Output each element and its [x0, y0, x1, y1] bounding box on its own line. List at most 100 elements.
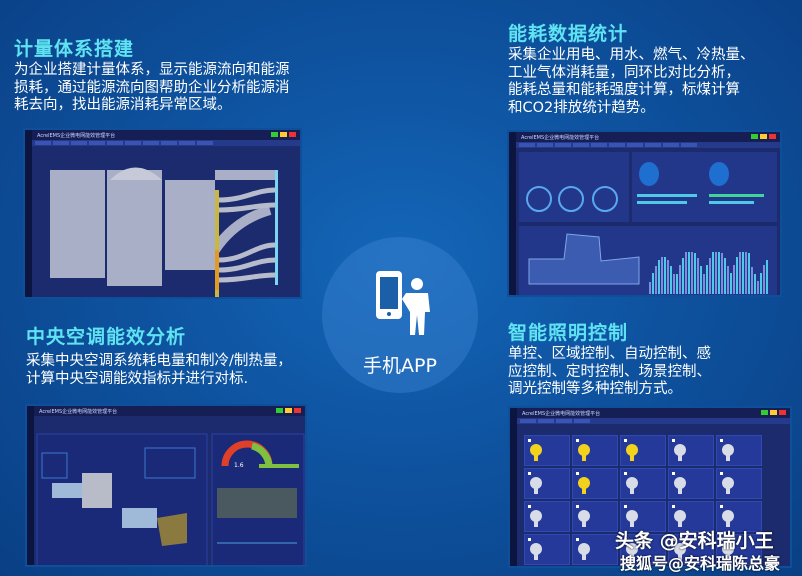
metering-line: 耗去向，找出能源消耗异常区域。	[14, 97, 232, 113]
bar	[754, 274, 756, 294]
sankey-screenshot: AcrelEMS企业微电网能效管理平台	[23, 128, 302, 299]
metering-line: 为企业搭建计量体系，显示能源流向和能源	[14, 62, 290, 78]
bulb-off-icon	[672, 472, 686, 494]
bar	[697, 258, 699, 294]
light-card[interactable]	[668, 534, 714, 565]
bulb-off-icon	[720, 538, 734, 560]
bulb-off-icon	[720, 505, 734, 527]
bar	[751, 267, 753, 294]
light-card[interactable]	[716, 534, 762, 565]
bar	[718, 252, 720, 294]
bar	[730, 273, 732, 294]
energy-stats-line: 能耗总量和能耗强度计算，标煤计算	[508, 82, 740, 98]
bar	[760, 273, 762, 294]
bulb-off-icon	[624, 538, 638, 560]
bulb-on-icon	[576, 472, 590, 494]
bar	[691, 252, 693, 294]
bulb-off-icon	[672, 505, 686, 527]
bar	[679, 265, 681, 294]
light-card[interactable]	[668, 435, 714, 466]
lighting-title: 智能照明控制	[508, 322, 629, 344]
bar	[727, 266, 729, 294]
metering-title: 计量体系搭建	[14, 38, 135, 60]
bar	[655, 266, 657, 294]
bar	[766, 260, 768, 294]
light-grid	[524, 435, 764, 566]
bar	[664, 257, 666, 294]
bar	[724, 258, 726, 294]
lighting-line: 调光控制等多种控制方式。	[508, 381, 682, 397]
lighting-screenshot: AcrelEMS企业微电网能效管理平台	[508, 406, 792, 568]
bar	[694, 253, 696, 294]
app-title: AcrelEMS企业微电网能效管理平台	[521, 134, 600, 141]
light-card[interactable]	[716, 435, 762, 466]
app-title: AcrelEMS企业微电网能效管理平台	[522, 410, 601, 417]
bar	[649, 282, 651, 294]
bar	[682, 258, 684, 294]
energy-stats-screenshot: AcrelEMS企业微电网能效管理平台	[507, 130, 782, 297]
lighting-line: 单控、区域控制、自动控制、感	[508, 346, 711, 362]
bar	[733, 265, 735, 294]
bar	[673, 274, 675, 294]
mobile-app-button[interactable]: 手机APP	[322, 237, 478, 393]
bulb-on-icon	[576, 439, 590, 461]
light-card[interactable]	[524, 501, 570, 532]
light-card[interactable]	[572, 534, 618, 565]
light-card[interactable]	[668, 501, 714, 532]
bulb-off-icon	[720, 439, 734, 461]
bar	[658, 260, 660, 294]
bar	[721, 253, 723, 294]
bar	[676, 274, 678, 294]
bulb-off-icon	[624, 505, 638, 527]
bar	[709, 258, 711, 294]
light-card[interactable]	[620, 534, 666, 565]
energy-stats-line: 采集企业用电、用水、燃气、冷热量、	[508, 47, 755, 63]
bulb-off-icon	[720, 472, 734, 494]
watermark-toutiao: 头条 @安科瑞小王	[615, 530, 774, 552]
light-card[interactable]	[620, 435, 666, 466]
light-card[interactable]	[524, 435, 570, 466]
bar	[667, 260, 669, 294]
lighting-line: 应控制、定时控制、场景控制、	[508, 363, 711, 380]
energy-dashboard	[519, 152, 777, 295]
light-card[interactable]	[668, 468, 714, 499]
bulb-off-icon	[672, 439, 686, 461]
app-title: AcrelEMS企业微电网能效管理平台	[37, 132, 116, 139]
bar	[652, 273, 654, 294]
bulb-off-icon	[624, 472, 638, 494]
light-card[interactable]	[524, 468, 570, 499]
light-card[interactable]	[620, 501, 666, 532]
app-title: AcrelEMS企业微电网能效管理平台	[39, 408, 118, 415]
bar	[736, 257, 738, 294]
bar-chart	[649, 252, 774, 294]
watermark-sohu: 搜狐号@安科瑞陈总豪	[620, 554, 781, 573]
sankey-diagram	[50, 167, 278, 297]
hvac-screenshot: AcrelEMS企业微电网能效管理平台 1.6	[25, 404, 307, 567]
light-card[interactable]	[716, 468, 762, 499]
hvac-title: 中央空调能效分析	[26, 326, 187, 348]
bulb-off-icon	[528, 538, 542, 560]
bar	[739, 252, 741, 294]
light-card[interactable]	[524, 534, 570, 565]
energy-stats-line: 工业气体消耗量，同环比对比分析，	[508, 64, 740, 81]
light-card[interactable]	[572, 435, 618, 466]
bulb-off-icon	[528, 505, 542, 527]
bulb-off-icon	[576, 538, 590, 560]
energy-stats-line: 和CO2排放统计趋势。	[508, 99, 655, 116]
bulb-on-icon	[624, 439, 638, 461]
light-card[interactable]	[716, 501, 762, 532]
bar	[712, 252, 714, 294]
hvac-section: 中央空调能效分析 采集中央空调系统耗电量和制冷/制热量， 计算中央空调能效指标并…	[26, 326, 292, 388]
light-card[interactable]	[572, 501, 618, 532]
gauge-value: 1.6	[234, 462, 244, 469]
light-card[interactable]	[620, 468, 666, 499]
light-card[interactable]	[572, 468, 618, 499]
bulb-off-icon	[576, 505, 590, 527]
hvac-line: 采集中央空调系统耗电量和制冷/制热量，	[26, 353, 292, 369]
bar	[661, 257, 663, 294]
bar	[688, 252, 690, 294]
lighting-section: 智能照明控制 单控、区域控制、自动控制、感 应控制、定时控制、场景控制、 调光控…	[508, 322, 711, 399]
hvac-line: 计算中央空调能效指标并进行对标.	[26, 370, 249, 387]
metering-line: 损耗，通过能源流向图帮助企业分析能源消	[14, 79, 290, 96]
bar	[706, 265, 708, 294]
